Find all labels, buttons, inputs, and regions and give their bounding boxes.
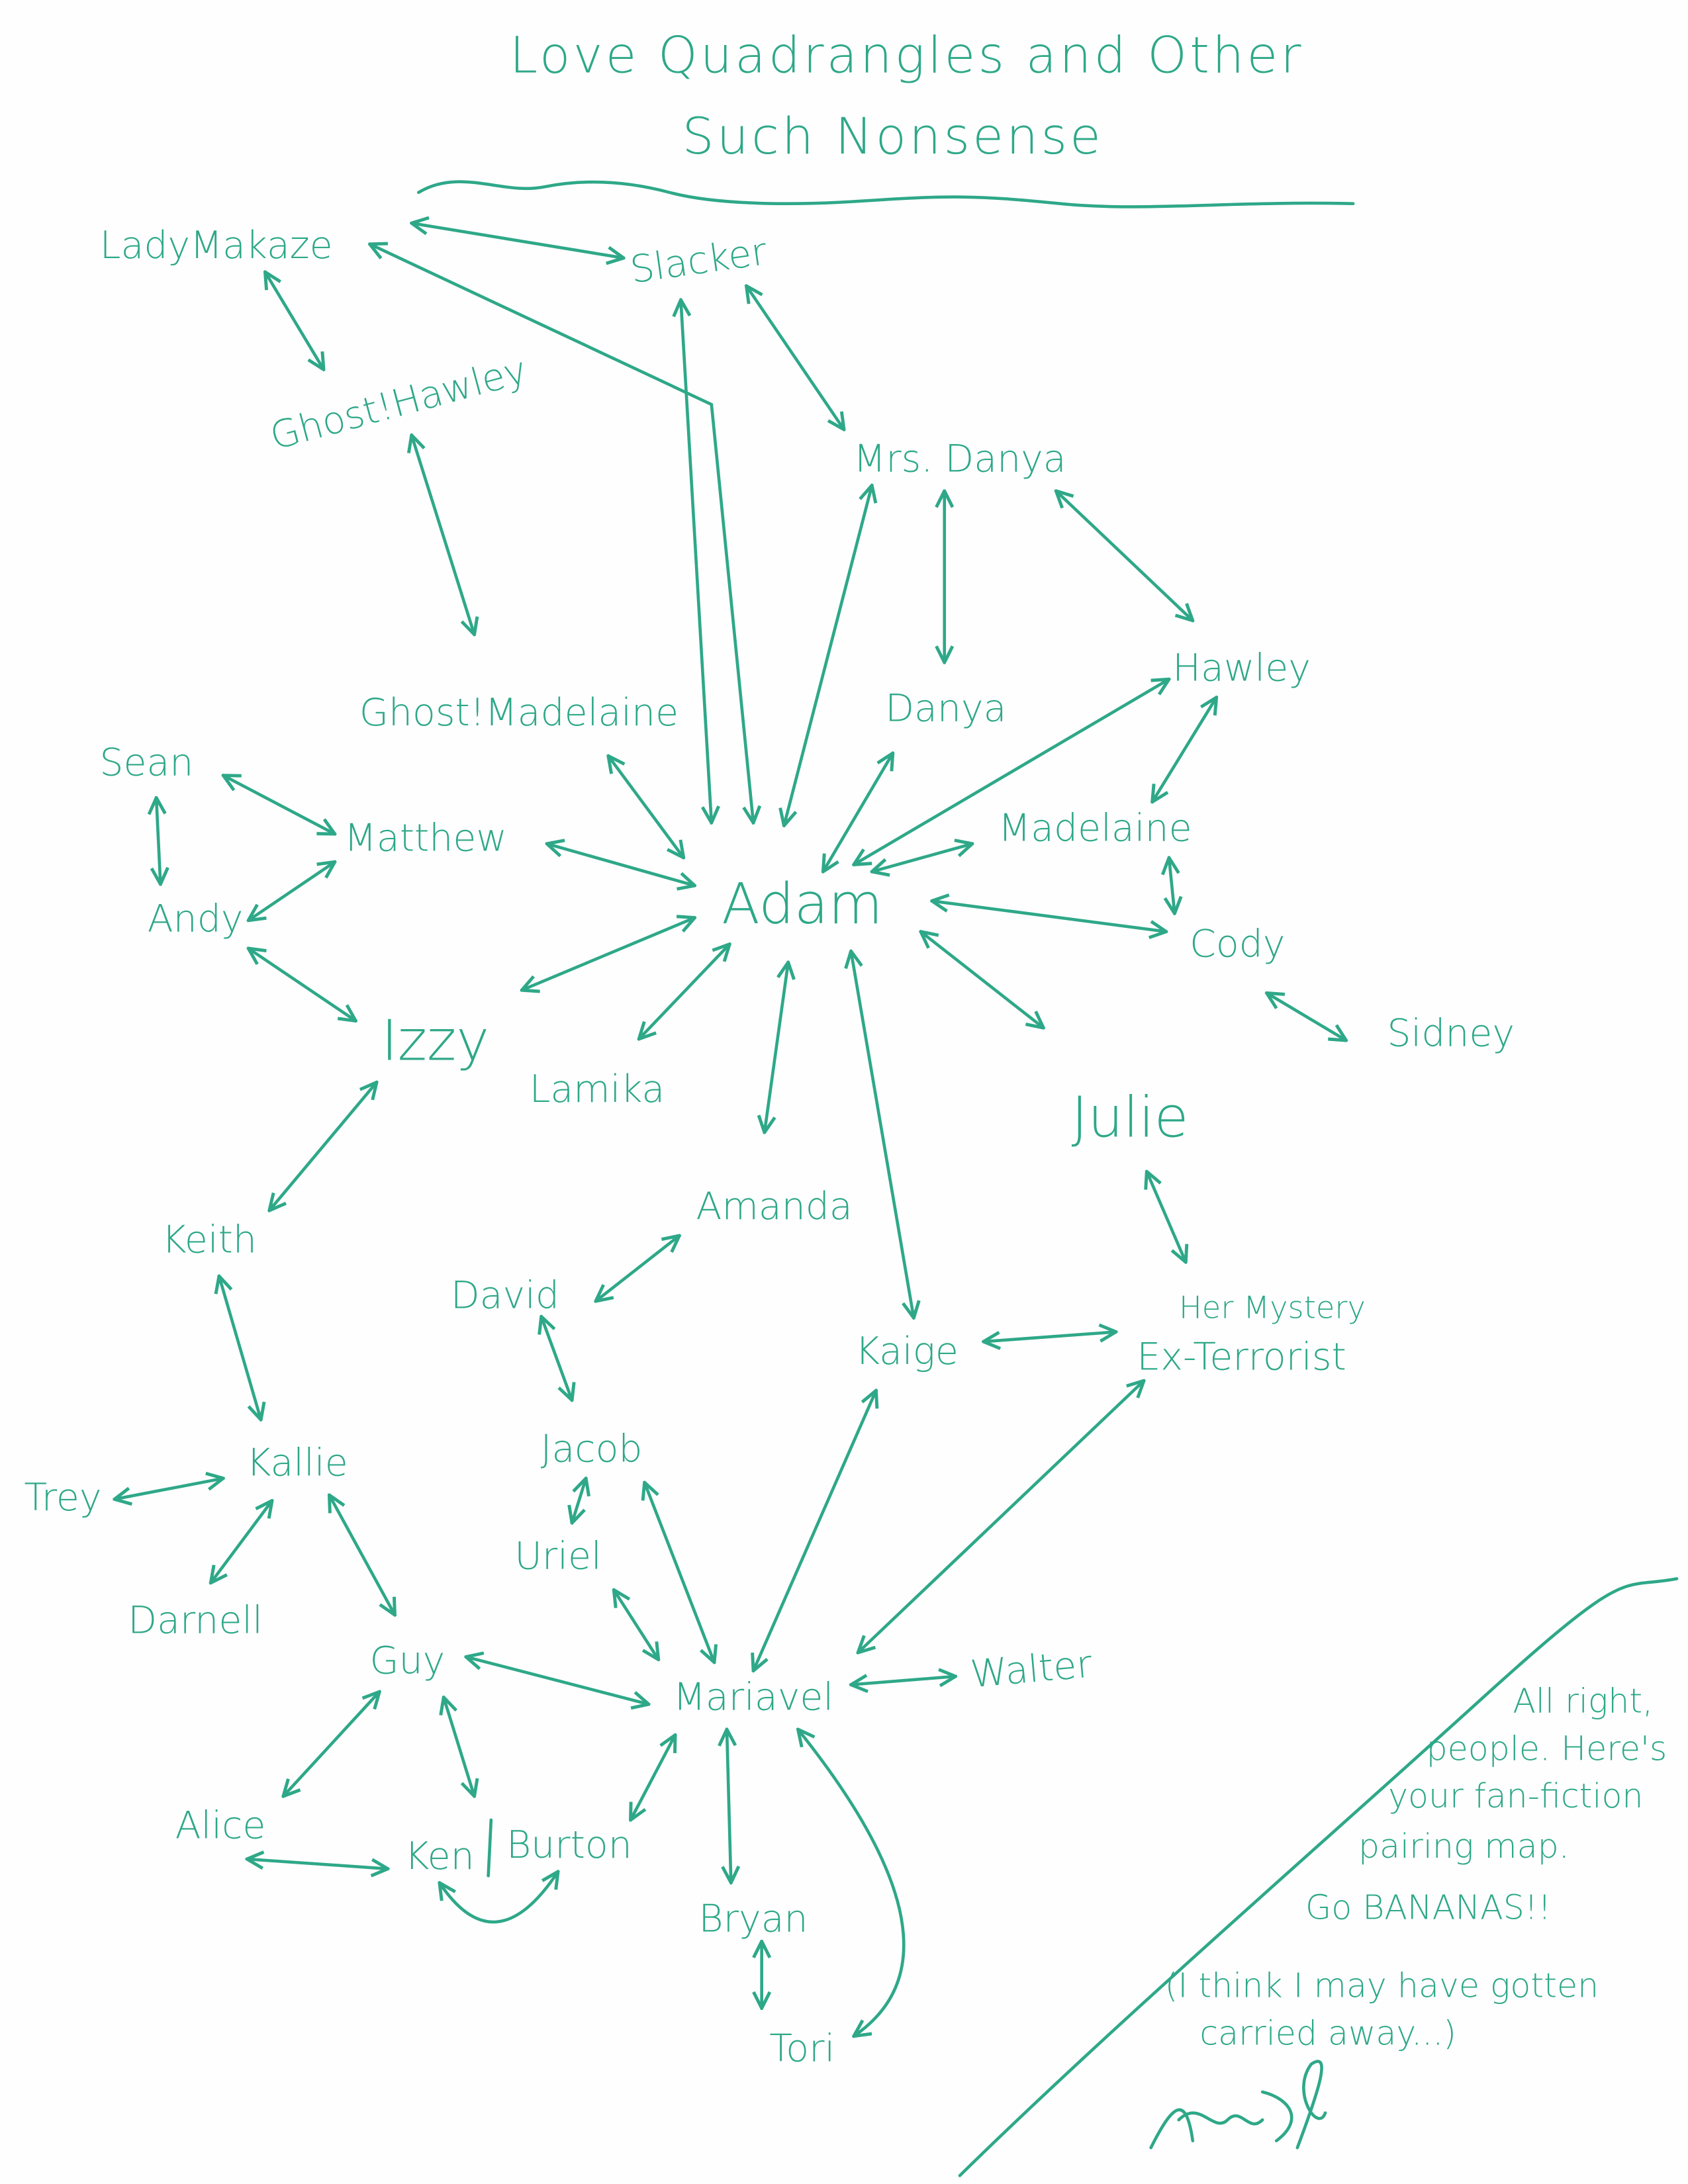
author-note: All right, people. Here's your fan-ficti…: [1165, 1682, 1667, 2053]
character-darnell: Darnell: [128, 1599, 263, 1643]
double-headed-arrow: [541, 1316, 572, 1400]
character-kaige: Kaige: [855, 1330, 959, 1373]
double-headed-arrow: [412, 435, 475, 634]
character-cody: Cody: [1190, 923, 1285, 966]
title-line-2: Such Nonsense: [682, 107, 1103, 165]
double-headed-arrow: [1169, 858, 1174, 913]
double-headed-arrow: [765, 962, 788, 1132]
double-headed-arrow: [248, 948, 355, 1021]
note-line: carried away...): [1199, 2013, 1456, 2052]
character-jacob: Jacob: [541, 1427, 643, 1471]
character-sidney: Sidney: [1387, 1011, 1515, 1055]
note-divider-line: [958, 1577, 1679, 2177]
double-headed-arrow: [1152, 698, 1217, 802]
double-headed-arrow: [283, 1692, 379, 1796]
double-headed-arrow: [412, 223, 624, 258]
double-headed-arrow: [614, 1590, 658, 1659]
double-headed-arrow: [984, 1332, 1116, 1342]
character-adam: Adam: [722, 872, 882, 936]
double-headed-arrow: [265, 272, 324, 370]
double-headed-arrow: [269, 1082, 377, 1210]
double-headed-arrow: [466, 1657, 649, 1704]
double-headed-arrow: [746, 286, 844, 430]
character-uriel: Uriel: [514, 1535, 602, 1578]
note-line: pairing map.: [1358, 1827, 1570, 1866]
double-headed-arrow: [1267, 993, 1346, 1040]
double-headed-arrow: [727, 1729, 731, 1883]
double-headed-arrow: [219, 1276, 261, 1420]
character-madelaine: Madelaine: [998, 807, 1192, 850]
double-headed-arrow: [211, 1500, 272, 1582]
note-line: your fan-fiction: [1388, 1776, 1643, 1815]
double-headed-arrow: [823, 753, 892, 872]
note-line: All right,: [1513, 1682, 1653, 1721]
character-ken: Ken: [404, 1835, 475, 1878]
double-headed-arrow: [247, 1859, 388, 1869]
double-headed-arrow: [921, 932, 1043, 1028]
character-her-mystery-line-2: Ex-Terrorist: [1137, 1335, 1346, 1379]
character-trey: Trey: [24, 1476, 101, 1520]
character-lamika: Lamika: [530, 1068, 665, 1111]
character-kallie: Kallie: [246, 1441, 348, 1485]
character-amanda: Amanda: [696, 1185, 853, 1228]
character-sean: Sean: [99, 741, 193, 785]
double-headed-arrow: [798, 1729, 906, 2036]
character-julie: Julie: [1072, 1085, 1189, 1150]
double-headed-arrow: [645, 1482, 714, 1662]
double-headed-arrow: [854, 679, 1169, 864]
character-david: David: [451, 1274, 559, 1318]
ken-burton-divider: [487, 1818, 493, 1878]
character-burton: Burton: [506, 1823, 632, 1867]
double-headed-arrow: [115, 1479, 223, 1500]
title-line-1: Love Quadrangles and Other: [510, 26, 1304, 85]
double-headed-arrow: [156, 797, 160, 884]
double-headed-arrow: [547, 844, 694, 886]
character-walter: Walter: [968, 1643, 1094, 1697]
character-alice: Alice: [175, 1803, 266, 1847]
double-headed-arrow: [851, 951, 914, 1318]
character-andy: Andy: [148, 897, 244, 941]
character-ghost-madelaine: Ghost!Madelaine: [359, 691, 679, 735]
note-line: people. Here's: [1427, 1729, 1667, 1768]
double-headed-arrow: [753, 1390, 876, 1671]
double-headed-arrow: [631, 1735, 675, 1820]
double-headed-arrow: [858, 1381, 1144, 1653]
character-her-mystery-line-1: Her Mystery: [1179, 1289, 1366, 1325]
character-slacker: Slacker: [628, 230, 770, 292]
title-underline-wave: [416, 180, 1355, 208]
double-headed-arrow: [784, 485, 872, 825]
character-izzy: Izzy: [381, 1009, 489, 1073]
double-headed-arrow: [522, 918, 694, 991]
character-hawley: Hawley: [1172, 646, 1311, 690]
double-headed-arrow: [1147, 1171, 1186, 1262]
character-keith: Keith: [162, 1218, 257, 1261]
double-headed-arrow: [932, 901, 1166, 931]
character-ghost-hawley: Ghost!Hawley: [265, 348, 532, 459]
double-headed-arrow: [608, 756, 684, 858]
character-tori: Tori: [769, 2027, 835, 2071]
character-mariavel: Mariavel: [673, 1676, 833, 1719]
note-line: Go BANANAS!!: [1305, 1888, 1551, 1927]
character-matthew: Matthew: [344, 816, 507, 860]
double-headed-arrow: [872, 844, 972, 872]
double-headed-arrow: [572, 1479, 586, 1523]
signature: [1149, 2060, 1327, 2150]
double-headed-arrow: [1056, 491, 1193, 621]
double-headed-arrow: [639, 944, 729, 1039]
character-bryan: Bryan: [698, 1897, 808, 1941]
note-line: (I think I may have gotten: [1165, 1966, 1599, 2005]
character-guy: Guy: [370, 1639, 445, 1683]
character-mrs-danya: Mrs. Danya: [853, 437, 1066, 480]
double-headed-arrow: [248, 862, 335, 921]
double-headed-arrow: [680, 300, 711, 823]
double-headed-arrow: [444, 1698, 474, 1797]
character-ladymakaze: LadyMakaze: [100, 224, 333, 267]
double-headed-arrow: [329, 1495, 395, 1615]
double-headed-arrow: [596, 1236, 679, 1301]
double-headed-arrow: [440, 1872, 558, 1924]
relationship-arrows: [115, 223, 1346, 2036]
double-headed-arrow: [223, 776, 335, 835]
double-headed-arrow: [851, 1676, 956, 1685]
character-danya: Danya: [885, 686, 1006, 730]
